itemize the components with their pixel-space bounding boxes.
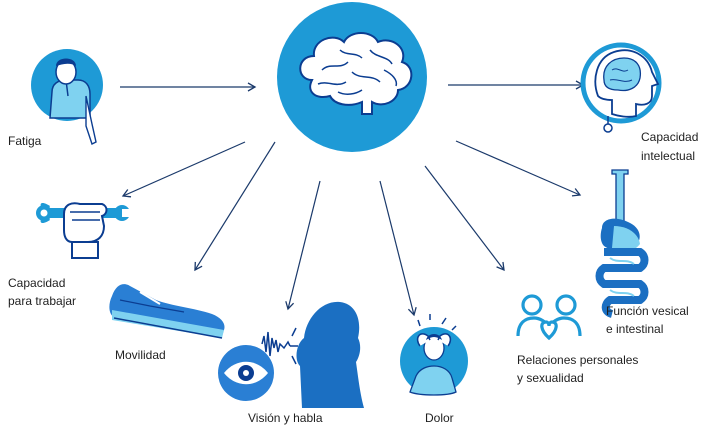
label-movilidad: Movilidad xyxy=(115,348,166,362)
couple-heart-icon xyxy=(516,294,582,341)
arrow-movilidad xyxy=(194,141,276,272)
headache-icon xyxy=(400,314,468,396)
label-fatiga: Fatiga xyxy=(8,134,42,148)
label-dolor: Dolor xyxy=(425,411,454,425)
arrow-funcion-vesical xyxy=(455,140,582,197)
label-capacidad-trabajar-line1: Capacidad xyxy=(8,276,65,290)
label-relaciones: Relaciones personales y sexualidad xyxy=(517,353,642,385)
arrow-capacidad-trabajar xyxy=(121,141,246,198)
brain-icon xyxy=(277,2,427,152)
arrow-relaciones xyxy=(424,165,505,272)
eye-icon xyxy=(218,345,274,401)
label-funcion-vesical: Función vesical e intestinal xyxy=(606,304,692,336)
arrows xyxy=(120,80,585,317)
label-relaciones-line2: y sexualidad xyxy=(517,371,584,385)
arrow-vision-habla xyxy=(285,180,321,311)
label-capacidad-trabajar: Capacidad para trabajar xyxy=(8,276,76,308)
label-capacidad-intelectual: Capacidad intelectual xyxy=(641,130,702,163)
label-capacidad-intelectual-line2: intelectual xyxy=(641,149,695,163)
head-brain-icon xyxy=(580,42,662,133)
label-capacidad-intelectual-line1: Capacidad xyxy=(641,130,698,144)
digestive-system-icon xyxy=(595,169,649,318)
sneaker-icon xyxy=(109,284,225,339)
speaking-head-icon xyxy=(261,301,364,408)
person-tired-icon xyxy=(31,49,103,145)
label-funcion-vesical-line2: e intestinal xyxy=(606,322,663,336)
wrench-fist-icon xyxy=(36,202,131,259)
label-vision-habla: Visión y habla xyxy=(248,411,323,425)
label-capacidad-trabajar-line2: para trabajar xyxy=(8,294,76,308)
label-relaciones-line1: Relaciones personales xyxy=(517,353,638,367)
label-funcion-vesical-line1: Función vesical xyxy=(606,304,689,318)
arrow-dolor xyxy=(379,180,417,317)
